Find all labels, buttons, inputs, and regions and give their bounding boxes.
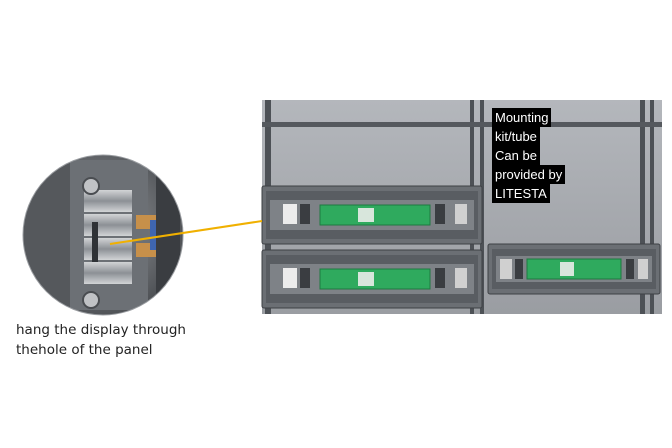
note-line-4: provided by	[492, 165, 566, 184]
note-line-5: LITESTA	[492, 184, 550, 203]
caption-line-2: thehole of the panel	[16, 342, 153, 358]
zoom-inset	[23, 155, 183, 315]
callout-line	[109, 220, 263, 245]
display-panel-3	[487, 243, 661, 295]
display-panel-2	[261, 249, 483, 309]
note-line-3: Can be	[492, 146, 540, 165]
display-panel-1	[261, 185, 483, 245]
caption-line-1: hang the display through	[16, 322, 186, 338]
note-line-2: kit/tube	[492, 127, 540, 146]
mounting-note: Mounting kit/tube Can be provided by LIT…	[492, 108, 566, 203]
note-line-1: Mounting	[492, 108, 552, 127]
caption-text: hang the display through thehole of the …	[16, 320, 236, 360]
horizontal-tube	[262, 122, 662, 127]
